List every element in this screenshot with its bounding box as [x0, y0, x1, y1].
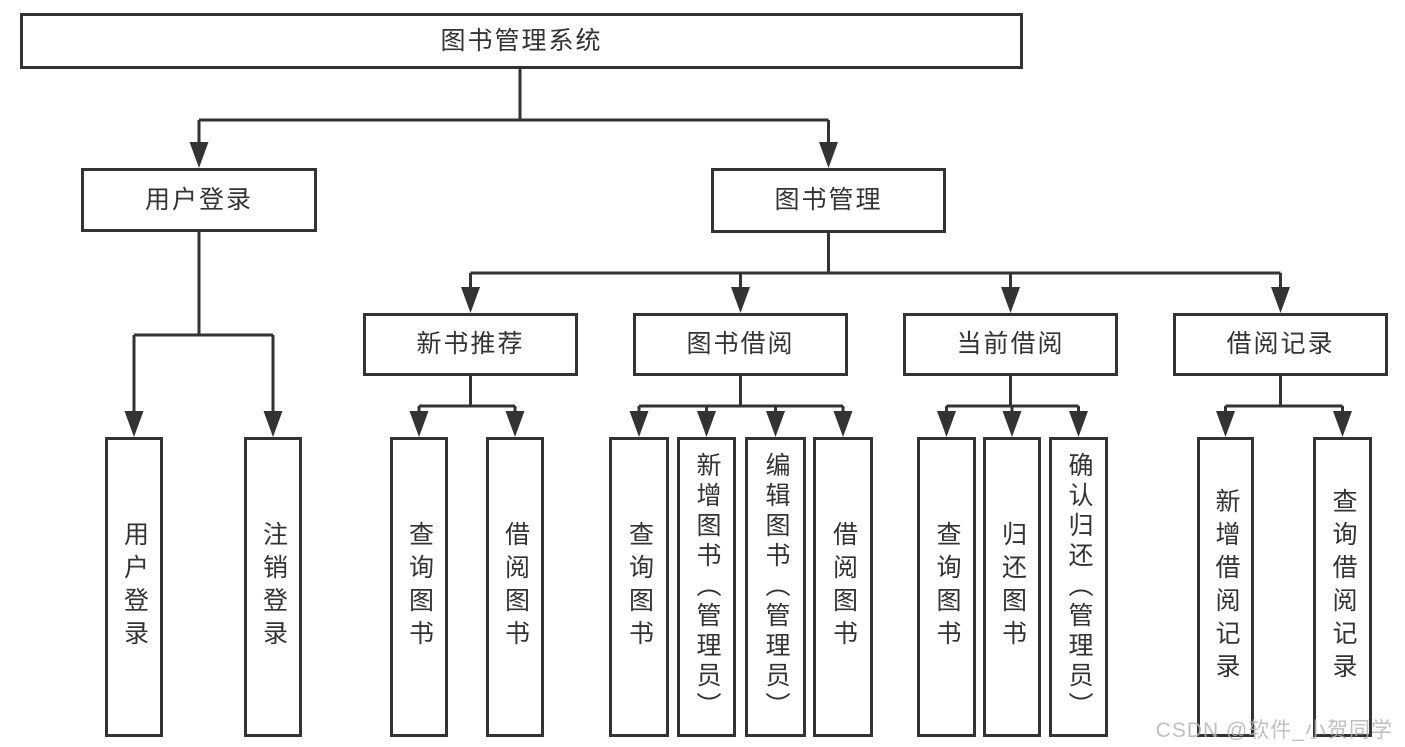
node-library-system: 图书管理系统	[20, 13, 1023, 69]
leaf-borrow-book-2-label: 借阅图书	[829, 521, 858, 653]
node-new-book-recommend: 新书推荐	[363, 313, 578, 376]
node-borrow-records-label: 借阅记录	[1226, 330, 1335, 358]
leaf-borrow-book-1: 借阅图书	[486, 437, 544, 737]
node-current-borrow-label: 当前借阅	[956, 330, 1065, 358]
node-book-management: 图书管理	[711, 168, 946, 233]
leaf-query-book-1-label: 查询图书	[405, 521, 434, 653]
leaf-borrow-book-2: 借阅图书	[813, 437, 873, 737]
leaf-edit-book-admin-label: 编辑图书（管理员）	[762, 452, 790, 722]
leaf-query-book-2-label: 查询图书	[625, 521, 654, 653]
watermark: CSDN @软件_小贺同学	[1155, 719, 1393, 742]
node-current-borrow: 当前借阅	[903, 313, 1118, 376]
leaf-query-book-2: 查询图书	[609, 437, 669, 737]
leaf-confirm-return-admin-label: 确认归还（管理员）	[1065, 452, 1093, 722]
leaf-return-book-label: 归还图书	[998, 521, 1027, 653]
node-new-book-recommend-label: 新书推荐	[416, 330, 525, 358]
leaf-query-borrow-record-label: 查询借阅记录	[1329, 488, 1357, 686]
leaf-add-book-admin-label: 新增图书（管理员）	[693, 452, 721, 722]
leaf-borrow-book-1-label: 借阅图书	[501, 521, 530, 653]
node-book-management-label: 图书管理	[774, 186, 883, 214]
node-user-login-label: 用户登录	[144, 185, 253, 214]
leaf-edit-book-admin: 编辑图书（管理员）	[745, 437, 806, 737]
node-book-borrow: 图书借阅	[633, 313, 848, 376]
leaf-logout: 注销登录	[244, 437, 302, 737]
leaf-user-login-label: 用户登录	[120, 521, 149, 653]
leaf-add-borrow-record-label: 新增借阅记录	[1212, 488, 1240, 686]
node-user-login: 用户登录	[81, 168, 317, 232]
leaf-query-borrow-record: 查询借阅记录	[1313, 437, 1372, 737]
node-borrow-records: 借阅记录	[1173, 313, 1388, 376]
node-book-borrow-label: 图书借阅	[686, 330, 795, 358]
leaf-query-book-1: 查询图书	[390, 437, 448, 737]
leaf-query-book-3: 查询图书	[917, 437, 976, 737]
leaf-return-book: 归还图书	[983, 437, 1041, 737]
leaf-query-book-3-label: 查询图书	[933, 521, 961, 653]
leaf-confirm-return-admin: 确认归还（管理员）	[1049, 437, 1108, 737]
leaf-user-login: 用户登录	[105, 437, 163, 737]
leaf-add-book-admin: 新增图书（管理员）	[677, 437, 736, 737]
leaf-add-borrow-record: 新增借阅记录	[1197, 437, 1254, 737]
node-library-system-label: 图书管理系统	[440, 26, 603, 55]
leaf-logout-label: 注销登录	[259, 521, 288, 653]
